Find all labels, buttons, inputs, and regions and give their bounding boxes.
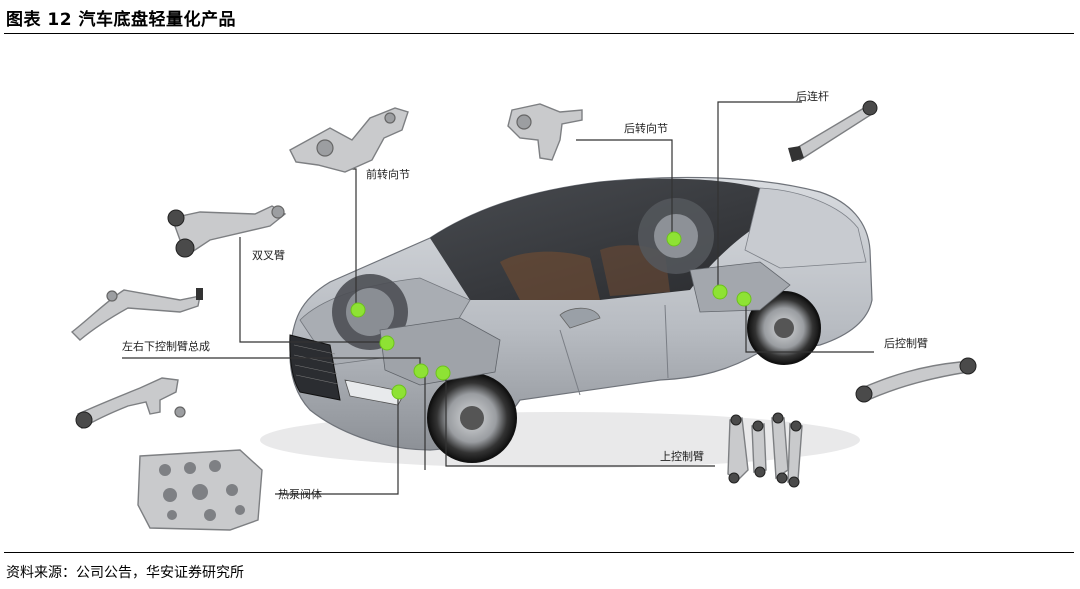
leader-lines (122, 101, 874, 495)
heat-pump-valve-part-image (137, 449, 263, 531)
label-rear-control-arm: 后控制臂 (884, 336, 928, 350)
marker-dots (350, 231, 752, 400)
figure-title: 图表 12 汽车底盘轻量化产品 (6, 10, 236, 30)
label-lower-control-arm: 左右下控制臂总成 (122, 339, 210, 353)
lower-arm-part-image (70, 288, 203, 341)
car-body (260, 176, 873, 468)
callout-labels: 前转向节 双叉臂 左右下控制臂总成 热泵阀体 后转向节 后连杆 后控制臂 上控制… (122, 89, 928, 501)
bottom-rule (4, 552, 1074, 553)
label-heat-pump-valve: 热泵阀体 (278, 487, 322, 501)
label-rear-link: 后连杆 (796, 89, 829, 103)
label-rear-knuckle: 后转向节 (624, 121, 668, 135)
upper-control-arm-part-image (727, 412, 803, 488)
rear-knuckle-part-image (507, 103, 583, 161)
label-upper-control-arm: 上控制臂 (660, 449, 704, 463)
rear-control-arm-part-image (855, 357, 977, 403)
source-note: 资料来源：公司公告，华安证券研究所 (6, 565, 244, 581)
lower-arm-2-part-image (75, 377, 186, 430)
label-front-knuckle: 前转向节 (366, 167, 410, 181)
top-rule (4, 33, 1074, 34)
label-double-wishbone: 双叉臂 (252, 249, 285, 262)
double-wishbone-part-image (167, 205, 287, 258)
front-knuckle-part-image (289, 107, 409, 173)
rear-link-part-image (788, 100, 878, 162)
